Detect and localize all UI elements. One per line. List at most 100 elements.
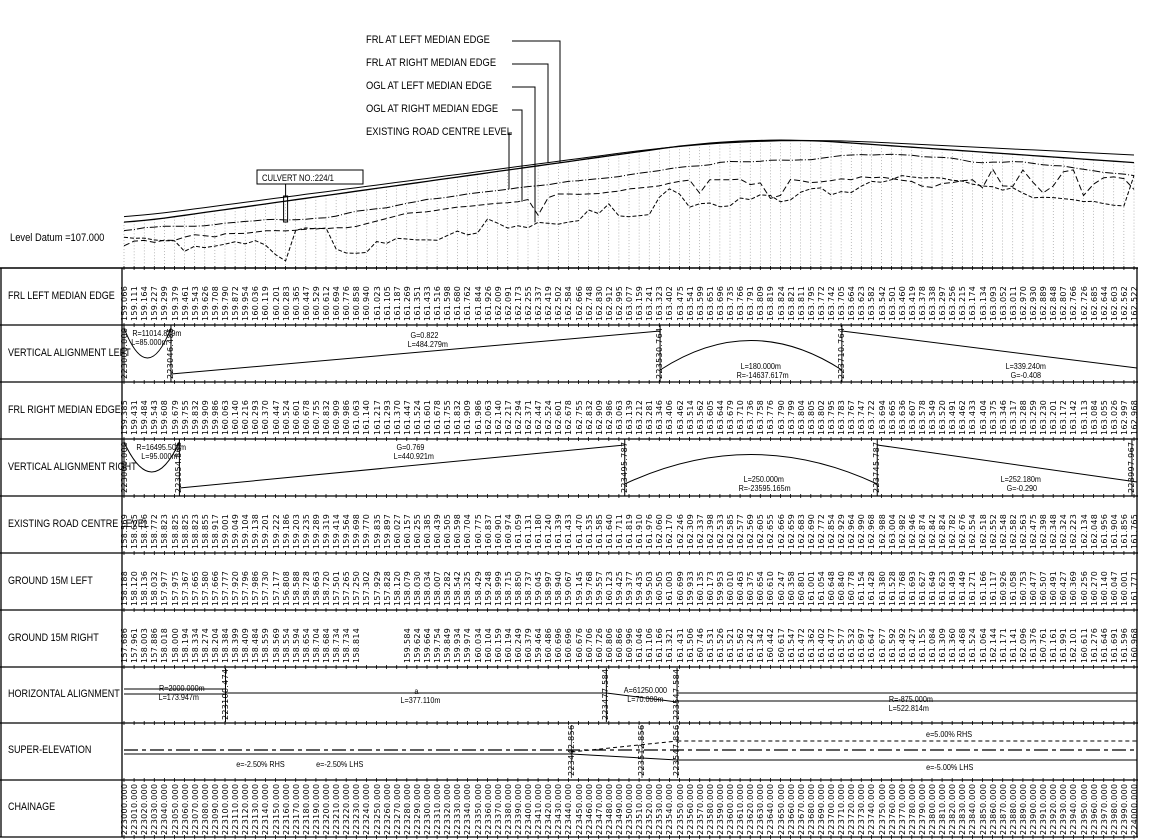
frl-right-value: 163.694: [877, 399, 887, 435]
ground-left-value: 160.699: [675, 570, 685, 606]
frl-right-value: 162.678: [564, 399, 574, 435]
chainage-value: 223360.000: [483, 783, 493, 835]
va-right-station: 223745.787: [872, 441, 882, 493]
frl-right-value: 159.832: [190, 399, 200, 435]
leader-lines: [508, 40, 561, 223]
frl-right-value: 163.259: [1029, 399, 1038, 435]
ground-left-value: 157.367: [180, 570, 190, 606]
ground-right-value: 161.321: [665, 627, 675, 663]
frl-left-value: 162.419: [544, 285, 554, 321]
frl-right-value: 163.288: [1018, 399, 1028, 435]
frl-right-value: 160.370: [261, 399, 271, 435]
frl-left-value: 162.255: [524, 285, 533, 321]
chainage-value: 223960.000: [1089, 783, 1099, 835]
frl-right-value: 162.447: [534, 399, 544, 435]
frl-left-value: 163.134: [978, 285, 988, 321]
ogl-left-line: [123, 175, 1135, 262]
frl-left-value: 163.093: [988, 285, 998, 321]
ground-left-value: 157.177: [271, 570, 281, 606]
ground-right-value: 161.506: [685, 627, 695, 663]
frl-right-value: 163.084: [1089, 399, 1099, 435]
ground-left-value: 161.054: [816, 570, 826, 606]
ground-left-value: 158.715: [503, 570, 513, 606]
existing-value: 158.825: [170, 513, 180, 549]
existing-value: 161.180: [534, 513, 544, 549]
chainage-value: 223160.000: [281, 783, 291, 835]
ground-right-value: 161.046: [635, 627, 645, 663]
ground-left-value: 159.145: [574, 570, 584, 606]
chainage-value: 223790.000: [917, 783, 927, 835]
existing-value: 162.337: [695, 513, 705, 549]
ground-right-value: 161.064: [978, 627, 988, 663]
chainage-value: 223260.000: [382, 783, 392, 835]
ground-right-value: 160.761: [1039, 627, 1049, 663]
chainage-value: 223580.000: [705, 783, 715, 835]
ground-right-value: 161.155: [917, 627, 927, 663]
existing-value: 160.704: [463, 513, 473, 549]
frl-left-value: 160.036: [251, 285, 261, 321]
existing-value: 162.782: [948, 513, 958, 549]
ground-left-value: 160.491: [1049, 570, 1059, 606]
frl-right-value: 163.346: [998, 399, 1008, 435]
ground-left-value: 161.493: [948, 570, 958, 606]
frl-left-value: 163.541: [685, 285, 695, 321]
frl-right-value: 161.909: [463, 399, 473, 435]
ground-left-value: 161.058: [1008, 570, 1018, 606]
chainage-value: 223130.000: [251, 783, 261, 835]
existing-value: 162.968: [867, 513, 877, 549]
ground-left-value: 156.808: [281, 570, 291, 606]
chainage-value: 223220.000: [342, 783, 352, 835]
chainage-value: 223450.000: [574, 783, 584, 835]
existing-value: 162.772: [816, 513, 826, 549]
chainage-value: 223340.000: [463, 783, 473, 835]
existing-value: 161.976: [645, 513, 655, 549]
ground-left-value: 158.325: [463, 570, 473, 606]
ground-right-value: 161.647: [867, 627, 877, 663]
ground-right-value: 158.734: [332, 627, 342, 663]
existing-value: 162.548: [998, 513, 1008, 549]
chainage-value: 223040.000: [160, 783, 170, 835]
existing-value: 161.640: [604, 513, 614, 549]
chainage-value: 223690.000: [816, 783, 826, 835]
leader-line: [508, 132, 512, 190]
ground-right-value: 160.617: [776, 627, 786, 663]
chainage-value: 223940.000: [1069, 783, 1079, 835]
chainage-value: 223190.000: [311, 783, 321, 835]
frl-right-value: 163.679: [726, 399, 735, 435]
existing-value: 161.904: [1109, 513, 1119, 549]
ground-left-value: 161.627: [917, 570, 927, 606]
frl-left-value: 162.970: [1018, 285, 1028, 321]
ground-right-value: 162.101: [1069, 627, 1079, 663]
va-right-station: 223054.866: [174, 441, 184, 493]
frl-left-value: 159.790: [221, 285, 230, 321]
frl-right-value: 161.832: [453, 399, 463, 435]
frl-left-value: 163.174: [968, 285, 978, 321]
frl-right-value: 163.578: [917, 399, 927, 435]
frl-right-value: 159.755: [180, 399, 190, 435]
frl-left-value: 162.173: [513, 285, 523, 321]
leader-line: [512, 63, 549, 163]
va-right-grade1-g: G=0.769: [396, 442, 425, 452]
frl-right-value: 163.562: [695, 399, 705, 435]
ground-right-value: 158.559: [261, 627, 271, 663]
culvert-label: CULVERT NO.:224/1: [262, 173, 334, 183]
frl-right-value: 159.385: [120, 399, 129, 435]
frl-right-value: 159.679: [170, 399, 180, 435]
frl-right-value: 163.462: [675, 399, 685, 435]
frl-left-value: 161.516: [433, 285, 443, 321]
va-left-sag-curve: [123, 327, 172, 359]
va-left-grade1-l: L=484.279m: [407, 339, 448, 349]
chainage-value: 223300.000: [423, 783, 432, 835]
ground-left-value: 160.477: [1029, 570, 1038, 606]
chainage-value: 223600.000: [726, 783, 735, 835]
ground-left-value: 160.247: [776, 570, 786, 606]
chainage-value: 223840.000: [968, 783, 978, 835]
frl-left-value: 162.685: [1089, 285, 1099, 321]
frl-left-value: 159.626: [200, 285, 210, 321]
chainage-value: 223890.000: [1018, 783, 1028, 835]
chainage-value: 223670.000: [796, 783, 806, 835]
frl-left-value: 163.623: [857, 285, 867, 321]
va-right-curve2-r: R=-23595.165m: [738, 483, 791, 493]
frl-left-value: 159.954: [241, 285, 251, 321]
ground-left-value: 160.507: [1039, 570, 1049, 606]
